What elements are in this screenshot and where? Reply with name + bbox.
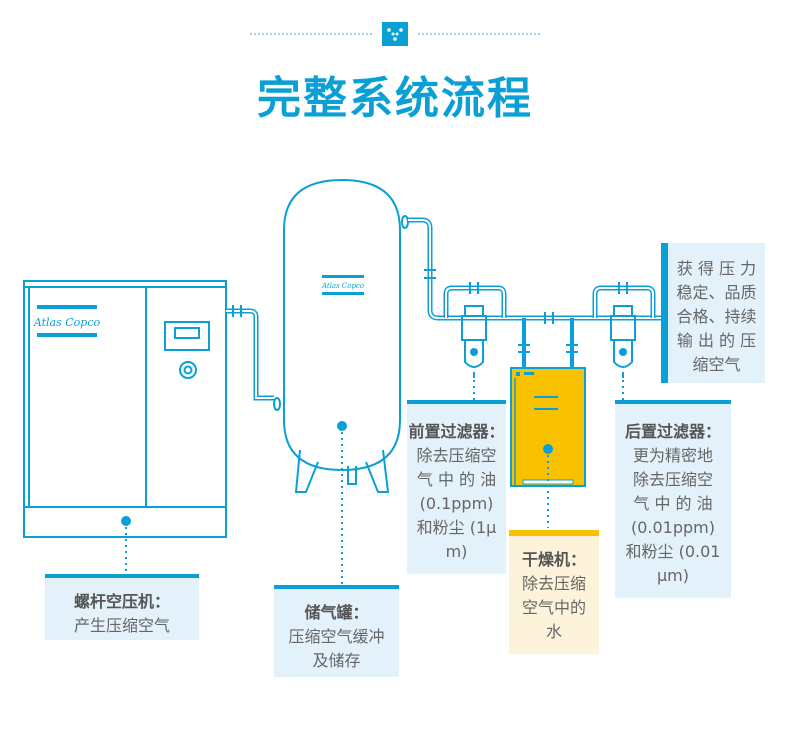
tank-desc-line: 压缩空气缓冲 [288,627,385,646]
post-filter-desc-line: 和粉尘 (0.01 [625,542,721,561]
dryer-desc-line: 水 [545,622,562,641]
dryer-info-box: 干燥机： 除去压缩 空气中的 水 [509,530,599,654]
output-desc-line: 缩空气 [692,355,741,374]
output-desc-line: 获 得 压 力 [676,259,757,278]
dryer-illustration [510,367,586,487]
compressor-info-box: 螺杆空压机： 产生压缩空气 [45,574,199,640]
compressor-illustration [23,280,227,538]
svg-text:Atlas Copco: Atlas Copco [321,282,364,290]
post-filter-desc-line: 更为精密地 [632,446,713,465]
post-filter-info-box: 后置过滤器： 更为精密地 除去压缩空 气 中 的 油 (0.01ppm) 和粉尘… [615,400,731,598]
output-desc-line: 合格、持续 [676,307,757,326]
pre-filter-desc-line: (0.1ppm) [419,494,494,513]
compressor-title: 螺杆空压机： [73,592,170,611]
tank-title: 储气罐： [304,603,369,622]
dryer-desc-line: 空气中的 [521,598,586,617]
dots-triangle-icon [382,22,408,46]
post-filter-desc-line: 气 中 的 油 [633,494,713,513]
tank-desc-line: 及储存 [312,651,361,670]
title-divider-left [250,33,372,35]
post-filter-title: 后置过滤器： [624,422,721,441]
title-divider-right [418,33,540,35]
compressor-desc: 产生压缩空气 [73,616,170,635]
atlas-copco-logo-compressor: Atlas Copco [33,305,101,337]
pre-filter-desc-line: 和粉尘 (1μ [416,518,497,537]
pre-filter-illustration [461,305,487,378]
post-filter-desc-line: (0.01ppm) [630,518,715,537]
page-title: 完整系统流程 [257,73,533,124]
post-filter-desc-line: μm) [656,566,689,585]
output-desc-line: 输 出 的 压 [676,331,757,350]
post-filter-desc-line: 除去压缩空 [632,470,713,489]
pre-filter-desc-line: 气 中 的 油 [416,470,497,489]
dryer-desc-line: 除去压缩 [521,574,586,593]
pre-filter-title: 前置过滤器： [408,422,505,441]
svg-text:Atlas Copco: Atlas Copco [33,316,101,329]
tank-info-box: 储气罐： 压缩空气缓冲 及储存 [274,585,399,677]
pre-filter-info-box: 前置过滤器： 除去压缩空 气 中 的 油 (0.1ppm) 和粉尘 (1μ m) [407,400,506,574]
pre-filter-desc-line: 除去压缩空 [416,446,497,465]
output-desc-line: 稳定、品质 [676,283,757,302]
pre-filter-desc-line: m) [445,542,468,561]
dryer-title: 干燥机： [521,550,586,569]
atlas-copco-logo-tank: Atlas Copco [321,275,364,295]
tank-illustration [273,178,409,493]
post-filter-illustration [610,305,636,378]
output-info-box: 获 得 压 力 稳定、品质 合格、持续 输 出 的 压 缩空气 [661,243,765,383]
